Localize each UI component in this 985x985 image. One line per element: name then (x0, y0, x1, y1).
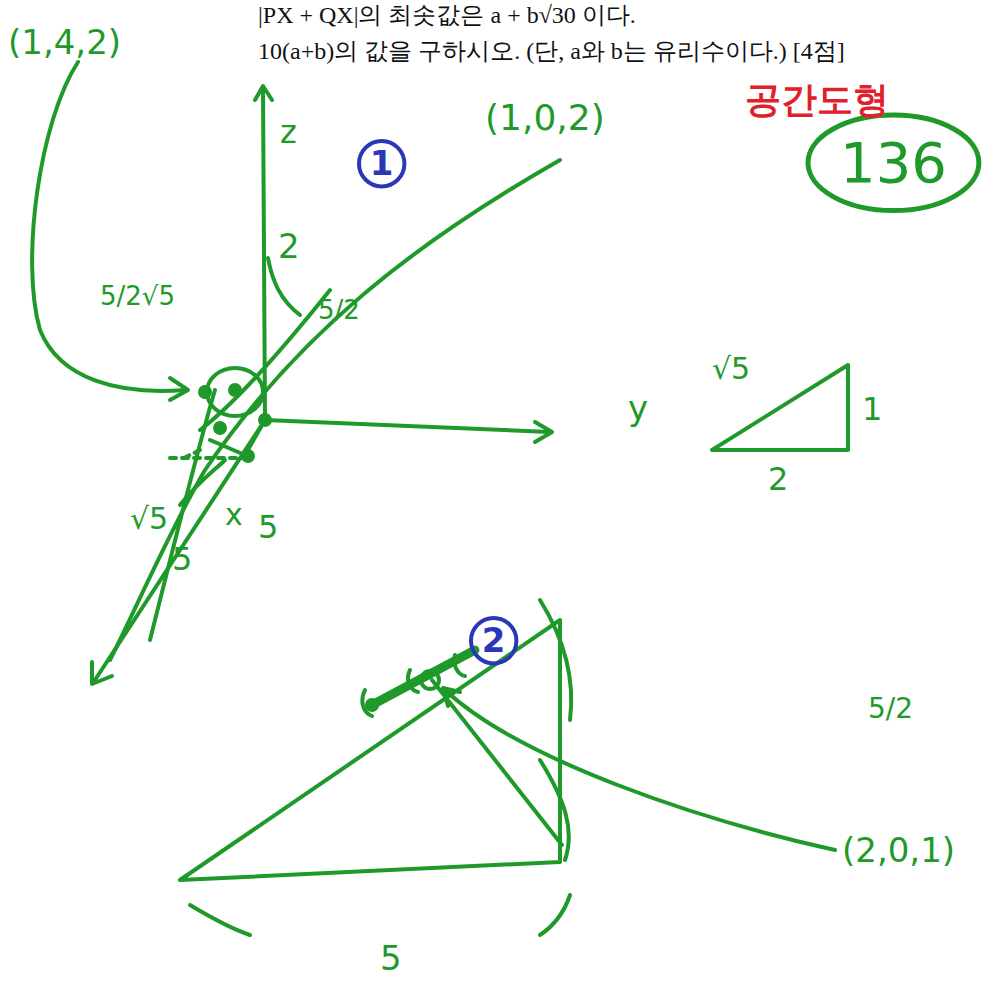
circled-text: 136 (840, 132, 947, 194)
handwritten-note: y (628, 390, 648, 427)
circled-text: 1 (370, 145, 394, 182)
handwritten-note: 2 (278, 228, 300, 265)
handwritten-note: 5 (258, 510, 278, 545)
handwritten-note: 2 (768, 462, 788, 497)
step-number: 1 (356, 138, 407, 189)
handwritten-note: √5 (130, 502, 168, 535)
step-number: 2 (468, 615, 519, 666)
handwritten-note: √5 (712, 352, 750, 385)
circle-outline (808, 115, 979, 211)
problem-text: 10(a+b)의 값을 구하시오. (단, a와 b는 유리수이다.) [4점] (258, 38, 845, 64)
problem-text: |PX + QX|의 최솟값은 a + b√30 이다. (258, 2, 636, 28)
handwritten-note: z (280, 115, 297, 150)
handwritten-note: x (225, 498, 243, 531)
handwritten-note: 5/2 (868, 694, 913, 725)
answer-circle: 136 (805, 112, 982, 214)
circle-outline (359, 141, 404, 186)
handwritten-note: (2,0,1) (842, 832, 955, 869)
handwritten-note: 공간도형 (745, 80, 889, 120)
handwritten-note: 5/2 (318, 296, 360, 325)
circle-outline (471, 618, 516, 663)
handwritten-note: 5 (380, 940, 402, 977)
handwritten-note: 5/2√5 (100, 282, 175, 311)
handwritten-note: 1 (862, 392, 882, 427)
handwritten-note: (1,4,2) (8, 24, 121, 61)
handwritten-note: 5 (172, 542, 192, 577)
handwritten-note: (1,0,2) (485, 98, 605, 138)
circled-text: 2 (482, 622, 506, 659)
